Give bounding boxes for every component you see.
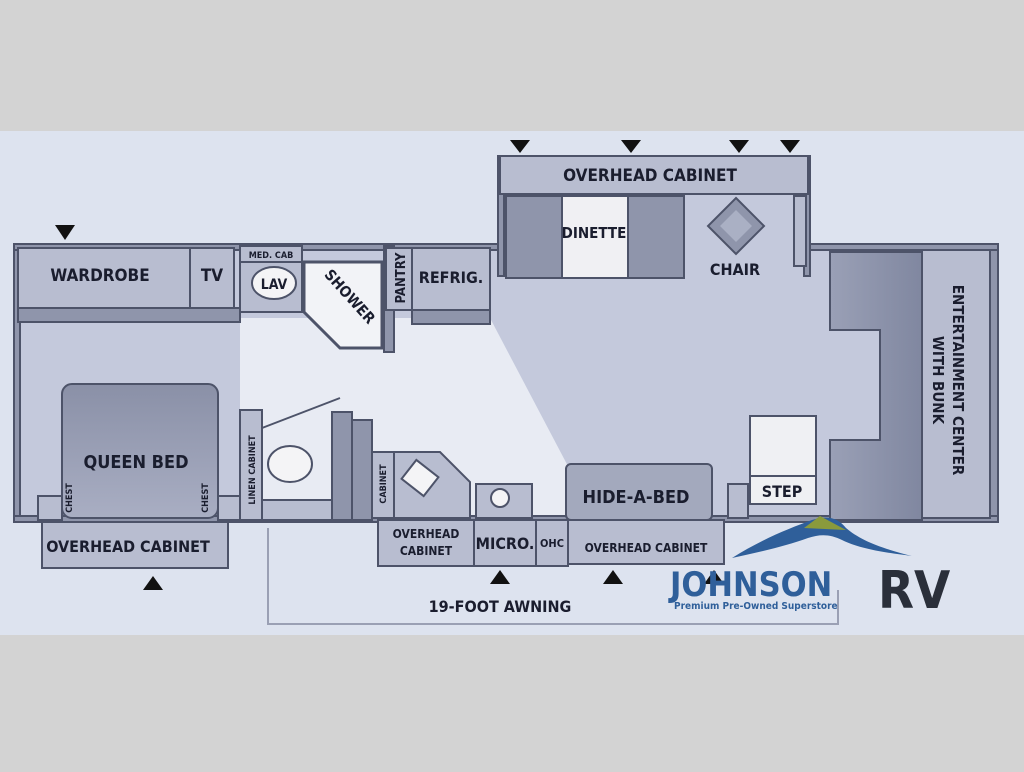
overhead-cabinet-galley-label-1: OVERHEAD [393, 527, 460, 541]
overhead-cabinet-galley-label-2: CABINET [400, 544, 453, 558]
overhead-cabinet-top [499, 155, 809, 195]
window-marker [143, 576, 163, 590]
window-marker [55, 225, 75, 240]
logo-name-rv: RV [878, 561, 950, 621]
cabinet-label: CABINET [379, 464, 389, 504]
entertainment-label-1: ENTERTAINMENT CENTER [949, 285, 967, 476]
chest-left [37, 495, 63, 521]
johnson-rv-logo: JOHNSON RV Premium Pre-Owned Superstore [668, 516, 950, 621]
queen-bed-label: QUEEN BED [83, 452, 188, 473]
bedroom-partition [17, 307, 241, 323]
chair-label: CHAIR [710, 260, 760, 279]
chair-seat [720, 210, 752, 242]
refrigerator-base [411, 309, 491, 325]
lav-label: LAV [261, 277, 288, 293]
shower-stall [302, 260, 384, 350]
window-marker [490, 570, 510, 584]
awning-outline [267, 528, 839, 625]
refrig-label: REFRIG. [419, 268, 483, 287]
window-marker [510, 140, 530, 153]
step-label: STEP [762, 482, 803, 501]
tv-cabinet [189, 247, 235, 309]
window-marker [729, 140, 749, 153]
slideout-side-cabinet [793, 195, 807, 267]
lavatory-sink [251, 266, 297, 300]
galley-wall [351, 419, 373, 521]
chest-right [217, 495, 243, 521]
med-cab-label: MED. CAB [249, 251, 294, 261]
stove-burner [490, 488, 510, 508]
dinette-bench-right [627, 195, 685, 279]
logo-swoosh [732, 517, 912, 558]
dinette-table [561, 195, 629, 279]
window-markers-bottom [143, 570, 724, 590]
overhead-cabinet-rear-label: OVERHEAD CABINET [46, 537, 210, 556]
galley-sink [400, 458, 440, 498]
overhead-cabinet-side [567, 519, 725, 565]
window-marker [621, 140, 641, 153]
overhead-cabinet-rear [41, 521, 229, 569]
awning-label: 19-FOOT AWNING [429, 597, 572, 616]
ohc-cabinet [535, 519, 569, 567]
queen-bed [61, 383, 219, 519]
overhead-cabinet-galley [377, 519, 475, 567]
refrigerator [411, 247, 491, 311]
entry-cabinet [727, 483, 749, 519]
tv-label: TV [201, 266, 223, 286]
micro-label: MICRO. [476, 534, 535, 553]
window-markers-top [55, 140, 800, 240]
bath-wall-lower [331, 411, 353, 521]
ohc-label: OHC [540, 537, 564, 550]
linen-cabinet [239, 409, 263, 521]
chest-right-label: CHEST [201, 483, 211, 513]
hallway-floor [240, 318, 570, 520]
pantry-label: PANTRY [394, 252, 409, 303]
chest-left-label: CHEST [65, 483, 75, 513]
logo-name-johnson: JOHNSON [668, 565, 832, 605]
bath-door [261, 397, 341, 429]
linen-cabinet-label: LINEN CABINET [248, 435, 258, 505]
wardrobe-label: WARDROBE [50, 266, 149, 286]
overhead-cabinet-side-label: OVERHEAD CABINET [585, 541, 708, 555]
entry-step-upper [749, 415, 817, 477]
toilet [267, 445, 313, 483]
window-marker [603, 570, 623, 584]
logo-tagline: Premium Pre-Owned Superstore [674, 601, 838, 612]
front-wall [989, 243, 999, 523]
entry-step [749, 475, 817, 505]
window-marker [704, 570, 724, 584]
dinette-label: DINETTE [562, 224, 627, 242]
window-marker [780, 140, 800, 153]
overhead-cabinet-top-label: OVERHEAD CABINET [563, 166, 737, 186]
logo-mountain [804, 516, 846, 530]
entertainment-center [921, 249, 991, 519]
hide-a-bed-label: HIDE-A-BED [583, 487, 690, 508]
dinette-bench-left [505, 195, 563, 279]
entertainment-label-2: WITH BUNK [929, 336, 947, 425]
